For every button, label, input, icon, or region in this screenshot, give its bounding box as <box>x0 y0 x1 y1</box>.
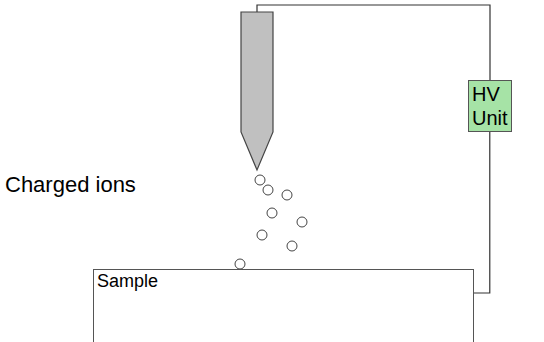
node-text: HV Unit <box>472 82 508 130</box>
node-text: Sample <box>97 271 470 291</box>
needle-wire <box>257 5 490 80</box>
ion-dot <box>235 259 245 269</box>
ion-dot <box>282 190 292 200</box>
ion-dot <box>255 175 265 185</box>
ion-dot <box>297 217 307 227</box>
hv-unit-box: HV Unit <box>468 80 512 132</box>
ion-dot <box>263 185 273 195</box>
wire-connector <box>474 132 490 293</box>
ion-dot <box>267 208 277 218</box>
sample-box: Sample <box>93 269 474 342</box>
ion-dot <box>287 241 297 251</box>
needle-electrode <box>241 12 273 170</box>
ion-dot <box>257 230 267 240</box>
annotation-label: Charged ions <box>5 172 136 198</box>
